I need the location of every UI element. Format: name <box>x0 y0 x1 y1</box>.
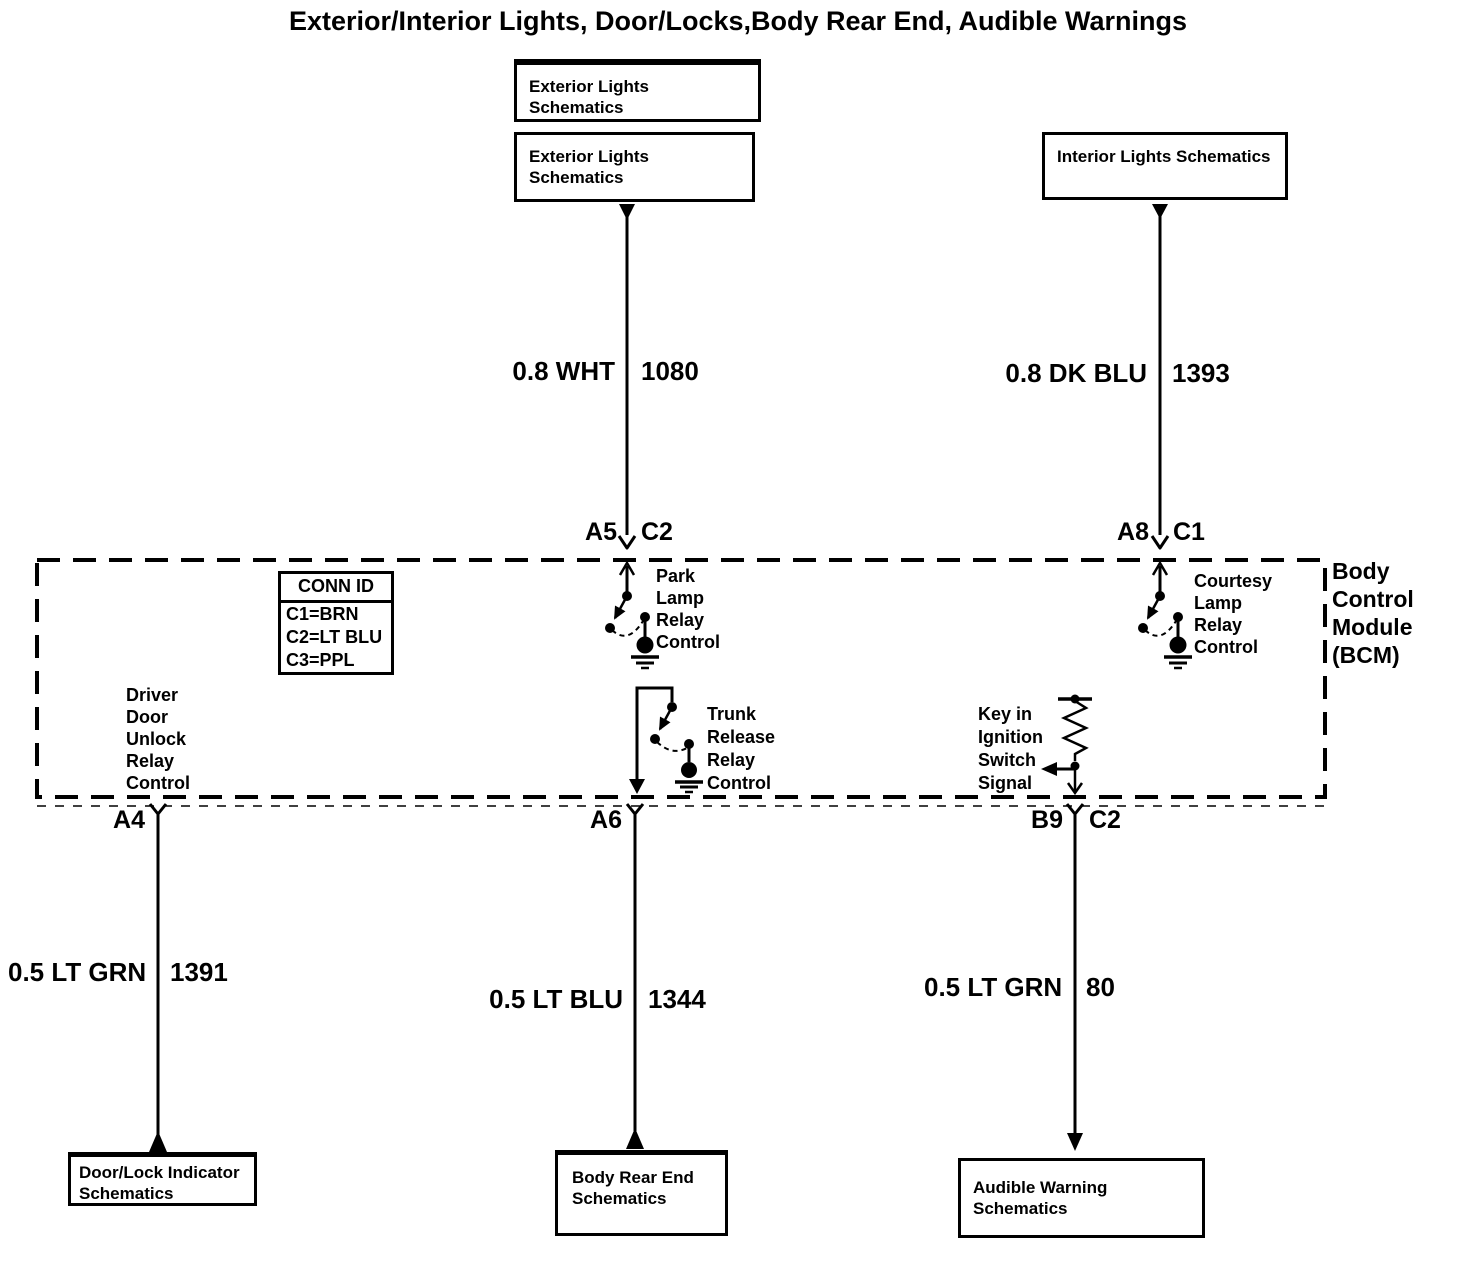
interior-lights-schematics-box[interactable]: Interior Lights Schematics <box>1042 132 1288 200</box>
ground-icon <box>675 762 703 794</box>
circuit-number-door-lock: 1391 <box>170 957 228 987</box>
door-lock-indicator-schematics-box[interactable]: Door/Lock Indicator Schematics <box>68 1152 257 1206</box>
relay-switch-arm-icon <box>658 706 674 731</box>
up-arrow-icon <box>626 1128 644 1149</box>
ground-icon <box>1164 636 1192 670</box>
bcm-label-line: Control <box>1332 586 1414 612</box>
park-lamp-relay-symbol <box>605 560 659 670</box>
courtesy-lamp-relay-label: Courtesy Lamp Relay Control <box>1194 571 1273 657</box>
wire-label-interior: 0.8 DK BLU <box>1005 358 1147 388</box>
bcm-dashed-boundary <box>35 558 1327 799</box>
box-label: Door/Lock Indicator Schematics <box>79 1163 240 1203</box>
up-arrow-icon <box>618 560 636 576</box>
switch-travel-arc <box>1144 620 1177 637</box>
wire-label-door-lock: 0.5 LT GRN <box>8 957 147 987</box>
exterior-lights-schematics-box-top[interactable]: Exterior Lights Schematics <box>514 59 761 122</box>
up-arrow-icon <box>1151 560 1169 576</box>
bcm-label-line: (BCM) <box>1332 642 1400 668</box>
resistor-icon <box>1060 699 1090 761</box>
box-label: Exterior Lights Schematics <box>529 77 649 117</box>
conn-id-table: CONN ID C1=BRN C2=LT BLU C3=PPL <box>278 571 394 675</box>
box-label: Body Rear End Schematics <box>572 1168 694 1208</box>
bcm-label-line: Module <box>1332 614 1413 640</box>
relay-switch-arm-icon <box>613 595 629 620</box>
pin-a8: A8 <box>1117 518 1149 546</box>
exterior-lights-wire <box>617 204 637 550</box>
pin-c2-top: C2 <box>641 518 673 546</box>
pin-a4: A4 <box>113 806 145 834</box>
switch-travel-arc <box>611 620 644 637</box>
audible-output-wire <box>1065 803 1085 1151</box>
pin-b9: B9 <box>1031 806 1063 834</box>
ground-icon <box>631 636 659 670</box>
wire-label-audible: 0.5 LT GRN <box>924 972 1063 1002</box>
wire-label-body-rear: 0.5 LT BLU <box>489 984 623 1014</box>
circuit-number-audible: 80 <box>1086 972 1115 1002</box>
switch-travel-arc <box>656 741 688 752</box>
audible-warning-schematics-box[interactable]: Audible Warning Schematics <box>958 1158 1205 1238</box>
female-connector-icon <box>148 803 168 816</box>
key-in-ignition-label: Key in Ignition Switch Signal <box>978 704 1043 793</box>
bcm-label-line: Body <box>1332 558 1390 584</box>
driver-door-unlock-label: Driver Door Unlock Relay Control <box>126 685 190 793</box>
down-arrow-icon <box>629 779 645 794</box>
circuit-number-exterior: 1080 <box>641 356 699 386</box>
wire-label-exterior: 0.8 WHT <box>512 356 615 386</box>
box-label: Audible Warning Schematics <box>973 1178 1108 1218</box>
circuit-number-interior: 1393 <box>1172 358 1230 388</box>
female-connector-icon <box>1150 535 1170 550</box>
exterior-lights-schematics-box[interactable]: Exterior Lights Schematics <box>514 132 755 202</box>
conn-id-row: C1=BRN <box>286 604 359 624</box>
key-in-ignition-resistor-symbol <box>1041 694 1092 796</box>
park-lamp-relay-label: Park Lamp Relay Control <box>656 566 720 652</box>
diagram-title: Exterior/Interior Lights, Door/Locks,Bod… <box>288 6 1188 36</box>
down-arrow-icon <box>1067 1133 1083 1151</box>
pin-c2-bottom: C2 <box>1089 806 1121 834</box>
door-lock-output-wire <box>148 803 168 1152</box>
down-arrow-icon <box>1066 782 1084 796</box>
pin-c1: C1 <box>1173 518 1205 546</box>
bcm-label: Body Control Module (BCM) <box>1332 557 1414 669</box>
conn-id-row: C2=LT BLU <box>286 627 383 647</box>
relay-switch-arm-icon <box>1146 595 1162 620</box>
trunk-release-relay-label: Trunk Release Relay Control <box>707 704 776 793</box>
conn-id-header: CONN ID <box>281 574 391 603</box>
interior-lights-wire <box>1150 204 1170 550</box>
female-connector-icon <box>617 535 637 550</box>
female-connector-icon <box>1065 803 1085 816</box>
circuit-number-body-rear: 1344 <box>648 984 706 1014</box>
down-arrow-icon <box>619 204 635 220</box>
conn-id-row: C3=PPL <box>286 650 355 670</box>
courtesy-lamp-relay-symbol <box>1138 560 1192 670</box>
box-label: Interior Lights Schematics <box>1057 147 1271 166</box>
body-rear-end-schematics-box[interactable]: Body Rear End Schematics <box>555 1150 728 1236</box>
down-arrow-icon <box>1152 204 1168 219</box>
up-arrow-icon <box>149 1131 167 1152</box>
box-label: Exterior Lights Schematics <box>529 147 649 187</box>
pin-a6: A6 <box>590 806 622 834</box>
pin-a5: A5 <box>585 518 617 546</box>
left-arrow-icon <box>1041 762 1057 776</box>
trunk-release-relay-symbol <box>629 686 703 794</box>
body-rear-output-wire <box>625 803 645 1149</box>
